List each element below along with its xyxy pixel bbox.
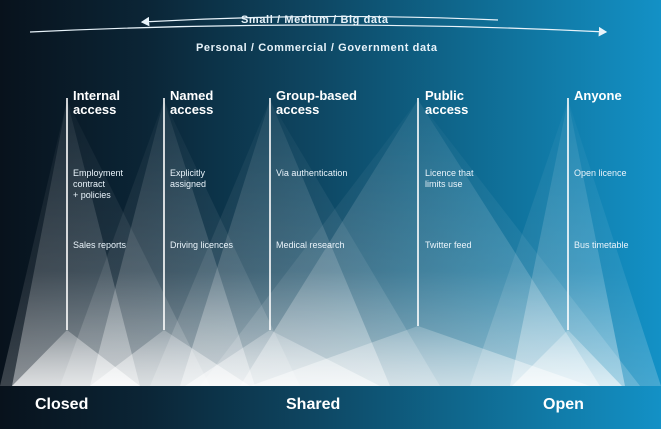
- spectrum-label-open: Open: [543, 396, 584, 413]
- spectrum-label-shared: Shared: [286, 396, 341, 413]
- column-title-anyone: Anyone: [574, 88, 622, 103]
- poles: [66, 98, 569, 330]
- column-title-internal: Internal access: [73, 88, 120, 117]
- beam-anyone-wide: [470, 100, 661, 386]
- condition-named: Explicitly assigned: [170, 168, 207, 189]
- spectrum-label-closed: Closed: [35, 396, 89, 413]
- condition-internal: Employment contract + policies: [73, 168, 124, 200]
- base-pools: [12, 326, 622, 386]
- column-title-group: Group-based access: [276, 88, 357, 117]
- column-title-named: Named access: [170, 88, 214, 117]
- example-public: Twitter feed: [425, 240, 472, 250]
- example-group: Medical research: [276, 240, 345, 250]
- size-scale-arrow: [140, 15, 499, 27]
- size-scale-label: Small / Medium / Big data: [241, 14, 389, 26]
- example-anyone: Bus timetable: [574, 240, 629, 250]
- column-title-public: Public access: [425, 88, 469, 117]
- condition-anyone: Open licence: [574, 168, 627, 178]
- data-types-label: Personal / Commercial / Government data: [196, 42, 438, 54]
- data-types-arrow: [29, 24, 608, 37]
- example-named: Driving licences: [170, 240, 234, 250]
- condition-public: Licence that limits use: [425, 168, 474, 189]
- example-internal: Sales reports: [73, 240, 127, 250]
- beams-group: [0, 100, 661, 386]
- condition-group: Via authentication: [276, 168, 348, 178]
